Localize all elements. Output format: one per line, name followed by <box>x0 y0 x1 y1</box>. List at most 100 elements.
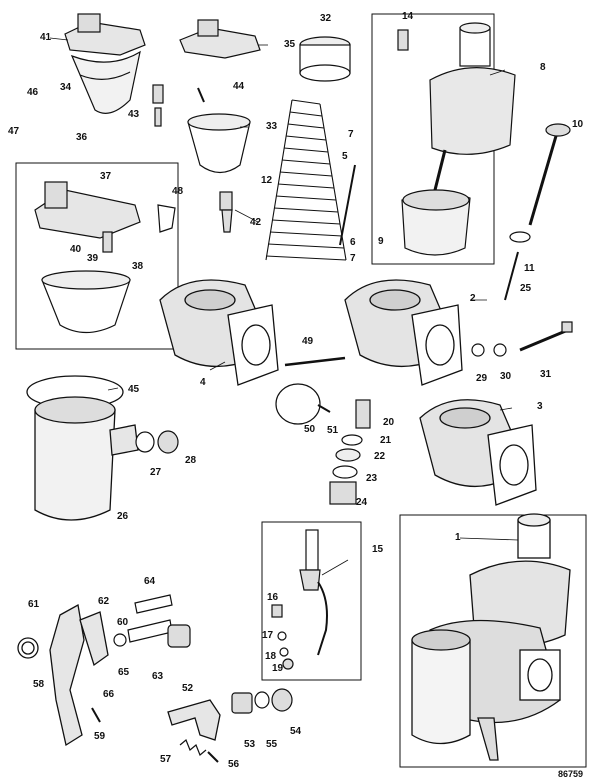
throttle-lever-part <box>17 603 109 747</box>
label-66: 66 <box>103 689 115 700</box>
label-58: 58 <box>33 679 45 690</box>
assembled-carb-part <box>411 513 571 761</box>
label-60: 60 <box>117 617 129 628</box>
label-3: 3 <box>537 401 543 412</box>
label-59: 59 <box>94 731 106 742</box>
label-22: 22 <box>374 451 386 462</box>
leader-lines <box>49 37 519 576</box>
nut-54-part <box>271 688 293 712</box>
second-lid-part <box>179 19 261 59</box>
label-24: 24 <box>356 497 368 508</box>
float-chamber-frame <box>15 162 179 350</box>
label-12: 12 <box>261 175 273 186</box>
label-26: 26 <box>117 511 129 522</box>
label-51: 51 <box>327 425 339 436</box>
carb-body-3-part <box>419 399 537 506</box>
label-5: 5 <box>342 151 348 162</box>
label-18: 18 <box>265 651 277 662</box>
needle-25-part <box>504 251 519 301</box>
label-44: 44 <box>233 81 245 92</box>
label-29: 29 <box>476 373 488 384</box>
label-21: 21 <box>380 435 392 446</box>
cam-63-part <box>167 624 191 648</box>
lid-37-part <box>34 181 141 239</box>
screw-56-part <box>207 751 219 763</box>
label-53: 53 <box>244 739 256 750</box>
washer-30-part <box>493 343 507 357</box>
label-19: 19 <box>272 663 284 674</box>
jet-stack-part <box>329 399 371 505</box>
label-54: 54 <box>290 726 302 737</box>
label-8: 8 <box>540 62 546 73</box>
jet-assembly-frame <box>261 521 362 681</box>
label-11: 11 <box>524 263 535 274</box>
float-part <box>187 113 251 174</box>
label-27: 27 <box>150 467 162 478</box>
washer-18-part <box>279 647 289 657</box>
washer-27-part <box>135 431 155 453</box>
label-7b: 7 <box>350 253 356 264</box>
label-61: 61 <box>28 599 40 610</box>
label-49: 49 <box>302 336 314 347</box>
screw-14-part <box>397 29 409 51</box>
float-chamber-26-part <box>26 375 139 521</box>
label-65: 65 <box>118 667 130 678</box>
bracket-48-part <box>157 204 176 233</box>
jet-42-part <box>219 191 233 233</box>
needle-valve-part <box>152 84 164 127</box>
washer-29-part <box>471 343 485 357</box>
label-14: 14 <box>402 11 414 22</box>
label-55: 55 <box>266 739 278 750</box>
label-10: 10 <box>572 119 584 130</box>
label-28: 28 <box>185 455 197 466</box>
rod-5-part <box>339 164 356 246</box>
pin-44-part <box>197 87 205 103</box>
label-36: 36 <box>76 132 88 143</box>
label-31: 31 <box>540 369 552 380</box>
label-9: 9 <box>378 236 384 247</box>
label-37: 37 <box>100 171 112 182</box>
label-23: 23 <box>366 473 378 484</box>
nut-16-part <box>271 604 283 618</box>
label-16: 16 <box>267 592 279 603</box>
label-2: 2 <box>470 293 476 304</box>
needle-39-part <box>102 231 113 253</box>
suction-chamber-part <box>401 22 516 256</box>
label-34: 34 <box>60 82 72 93</box>
label-63: 63 <box>152 671 164 682</box>
washer-17-part <box>277 631 287 641</box>
block-53-part <box>231 692 253 714</box>
screw-59-part <box>91 707 101 723</box>
label-42: 42 <box>250 217 262 228</box>
label-35: 35 <box>284 39 296 50</box>
lever-52-part <box>167 699 221 741</box>
washer-55-part <box>254 691 270 709</box>
label-7a: 7 <box>348 129 354 140</box>
jet-15-part <box>299 529 328 656</box>
carb-body-2-part <box>344 279 463 386</box>
label-52: 52 <box>182 683 194 694</box>
nut-28-part <box>157 430 179 454</box>
label-4: 4 <box>200 377 206 388</box>
label-48: 48 <box>172 186 184 197</box>
piston-spring-part <box>265 99 347 261</box>
spindle-49-part <box>284 356 346 367</box>
label-41: 41 <box>40 32 52 43</box>
label-64: 64 <box>144 576 156 587</box>
throttle-disc-part <box>275 383 321 425</box>
float-chamber-lid-part <box>64 13 146 114</box>
damper-part <box>509 123 571 243</box>
spindle-64-part <box>127 594 173 643</box>
carb-body-4-part <box>159 279 279 386</box>
float-38-part <box>41 270 131 334</box>
washer-65-part <box>113 633 127 647</box>
label-57: 57 <box>160 754 172 765</box>
label-38: 38 <box>132 261 144 272</box>
label-25: 25 <box>520 283 532 294</box>
screw-51-part <box>317 404 331 413</box>
label-43: 43 <box>128 109 140 120</box>
label-56: 56 <box>228 759 240 770</box>
label-39: 39 <box>87 253 99 264</box>
label-20: 20 <box>383 417 395 428</box>
